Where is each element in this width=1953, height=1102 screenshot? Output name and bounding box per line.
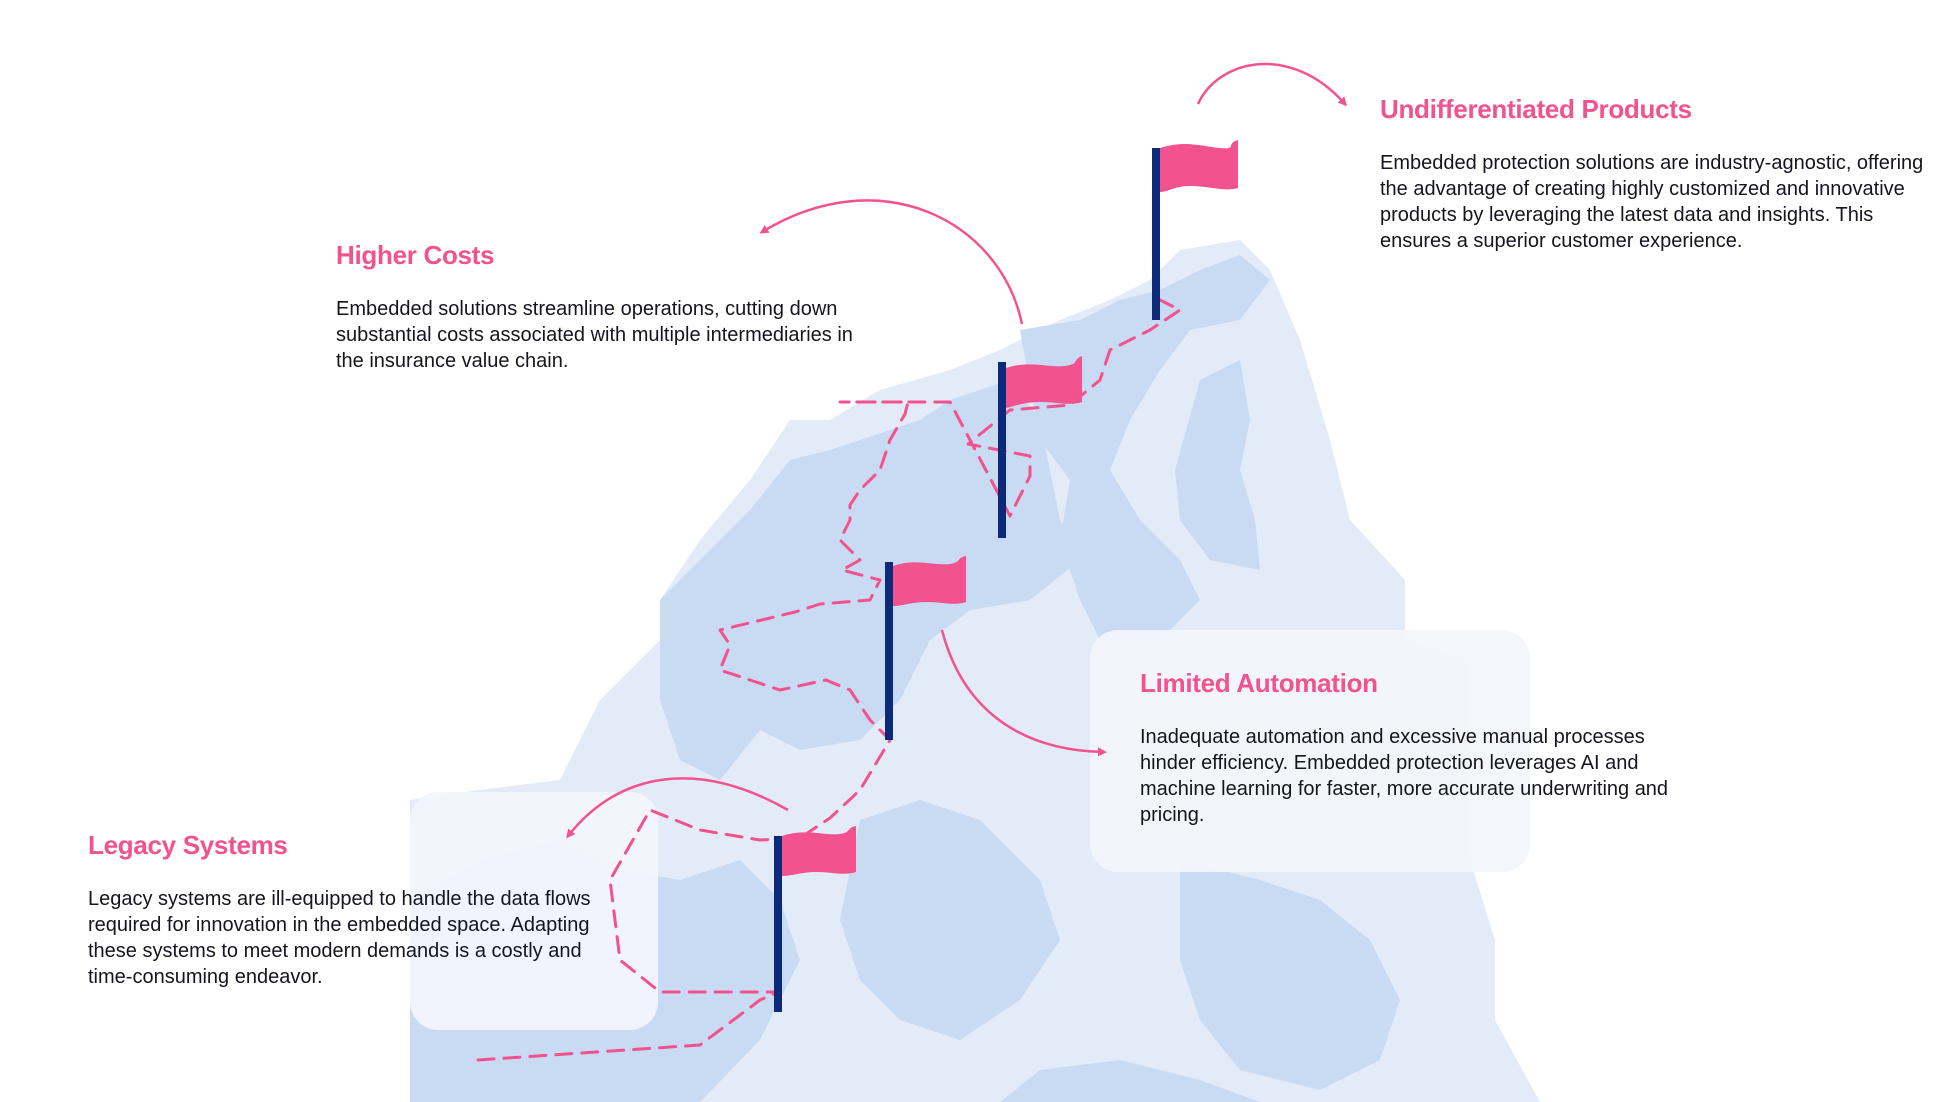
callout-body: Embedded protection solutions are indust… [1380,152,1924,252]
mountain-facet-lower-right [1180,860,1400,1090]
mountain-facet-left [660,380,1080,780]
flag-icon [885,556,966,740]
curved-arrow-icon [566,777,789,839]
callout-body: Inadequate automation and excessive manu… [1140,726,1669,826]
flag-icon [1152,140,1238,320]
mountain-facet-right [1175,360,1260,570]
callout-limited-automation: Limited Automation Inadequate automation… [1140,668,1670,828]
mountain-facet-lower-mid [840,800,1060,1040]
flag-icon [774,826,856,1012]
mountain-facet-bottom [1000,1060,1260,1102]
callout-body: Embedded solutions streamline operations… [336,298,853,372]
curved-arrow-icon [940,629,1107,757]
curved-arrow-icon [759,199,1024,325]
mountain-facet-upper [1020,255,1270,640]
callout-higher-costs: Higher Costs Embedded solutions streamli… [336,240,876,374]
callout-legacy-systems: Legacy Systems Legacy systems are ill-eq… [88,830,623,990]
callout-body: Legacy systems are ill-equipped to handl… [88,888,591,988]
flag-icon [998,356,1082,538]
callout-title: Undifferentiated Products [1380,94,1692,124]
curved-arrow-icon [1196,62,1347,107]
callout-title: Limited Automation [1140,668,1378,698]
callout-title: Legacy Systems [88,830,288,860]
callout-title: Higher Costs [336,240,495,270]
callout-undifferentiated-products: Undifferentiated Products Embedded prote… [1380,94,1925,254]
legacy-systems-panel [410,792,658,1030]
limited-automation-panel [1090,630,1530,872]
